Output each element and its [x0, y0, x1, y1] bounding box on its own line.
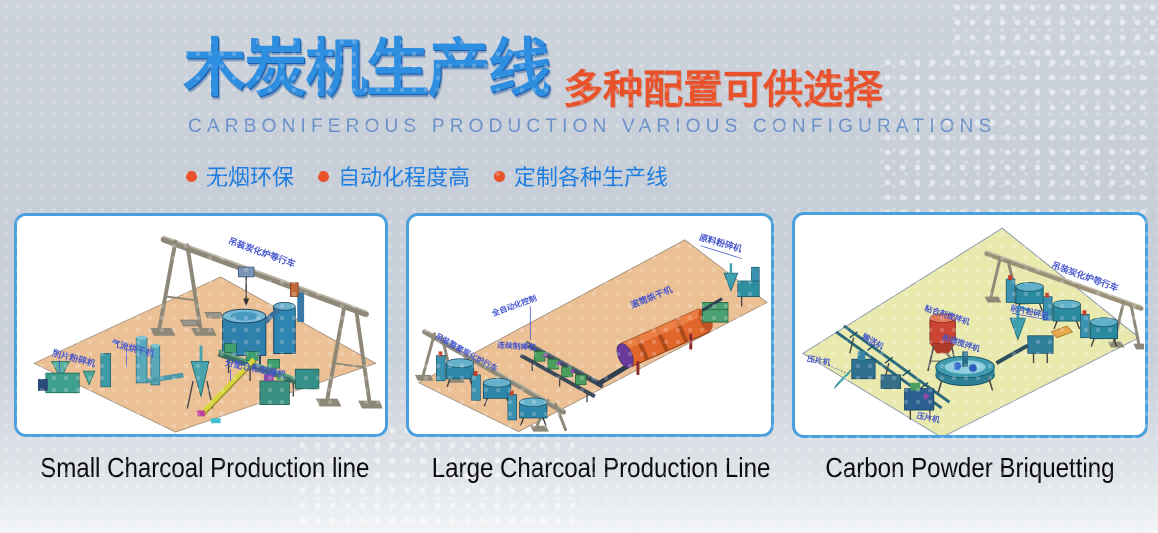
world-map-dots	[950, 0, 1155, 58]
machine-label: 压片机	[806, 353, 831, 367]
conveyor-press-line	[833, 324, 951, 420]
furnace-pots	[1005, 275, 1119, 347]
furnace-pots	[436, 351, 548, 426]
hoist-trolley	[237, 266, 255, 278]
factory-floor	[33, 276, 377, 433]
carbonization-furnace	[222, 282, 305, 366]
gantry-crane	[149, 235, 383, 409]
page-title-highlight: 多种配置可供选择	[563, 68, 883, 112]
card-caption-small: Small Charcoal Production line	[40, 452, 370, 483]
feature-item-custom: 定制各种生产线	[494, 160, 668, 192]
feature-item-smokeless: 无烟环保	[186, 160, 294, 192]
feature-label: 自动化程度高	[338, 165, 471, 190]
machine-label: 全自动化控制	[489, 293, 538, 319]
cyclone-crusher	[995, 305, 1074, 365]
feature-list: 无烟环保 自动化程度高 定制各种生产线	[186, 160, 692, 192]
crusher-dryer-machines	[37, 335, 320, 424]
product-card-carbon-briquetting[interactable]: 吊装炭化炉等行车 粘合剂搅拌机 轮碾搅拌机 削片粉碎机 输送机 压片机 压片机	[792, 212, 1148, 438]
briquetting-unit	[519, 340, 638, 403]
page-title: 木炭机生产线	[183, 34, 551, 104]
machine-label: 原料粉碎机	[698, 231, 744, 254]
production-line-diagram: 吊装炭化炉等行车 粘合剂搅拌机 轮碾搅拌机 削片粉碎机 输送机 压片机 压片机	[801, 227, 1145, 435]
bullet-icon	[186, 170, 197, 182]
feature-label: 无烟环保	[206, 165, 295, 190]
page-subtitle: CARBONIFEROUS PRODUCTION VARIOUS CONFIGU…	[188, 116, 997, 137]
card-caption-briquetting: Carbon Powder Briquetting	[825, 452, 1115, 483]
card-caption-large: Large Charcoal Production Line	[431, 452, 771, 483]
product-card-large-charcoal[interactable]: 吊装整套炭化炉行车 全自动化控制 连续制棒机 滚筒烘干机 原料粉碎机	[406, 213, 774, 437]
machine-label: 压片机	[916, 410, 941, 425]
feature-item-automation: 自动化程度高	[318, 160, 470, 192]
factory-floor	[417, 239, 768, 433]
binder-tank-and-mixer	[927, 313, 995, 395]
product-card-small-charcoal[interactable]: 吊装炭化炉等行车 气流烘干机 削片粉碎机 分配仓和制棒机	[14, 213, 388, 437]
feed-crusher-unit	[701, 263, 760, 312]
production-line-diagram: 吊装整套炭化炉行车 全自动化控制 连续制棒机 滚筒烘干机 原料粉碎机	[414, 231, 768, 433]
bullet-icon	[318, 170, 330, 182]
feature-label: 定制各种生产线	[514, 165, 669, 190]
machine-label: 连续制棒机	[497, 340, 537, 353]
production-line-diagram: 吊装炭化炉等行车 气流烘干机 削片粉碎机 分配仓和制棒机	[33, 235, 383, 433]
bullet-icon	[494, 170, 506, 182]
world-map-dots	[880, 55, 1150, 225]
